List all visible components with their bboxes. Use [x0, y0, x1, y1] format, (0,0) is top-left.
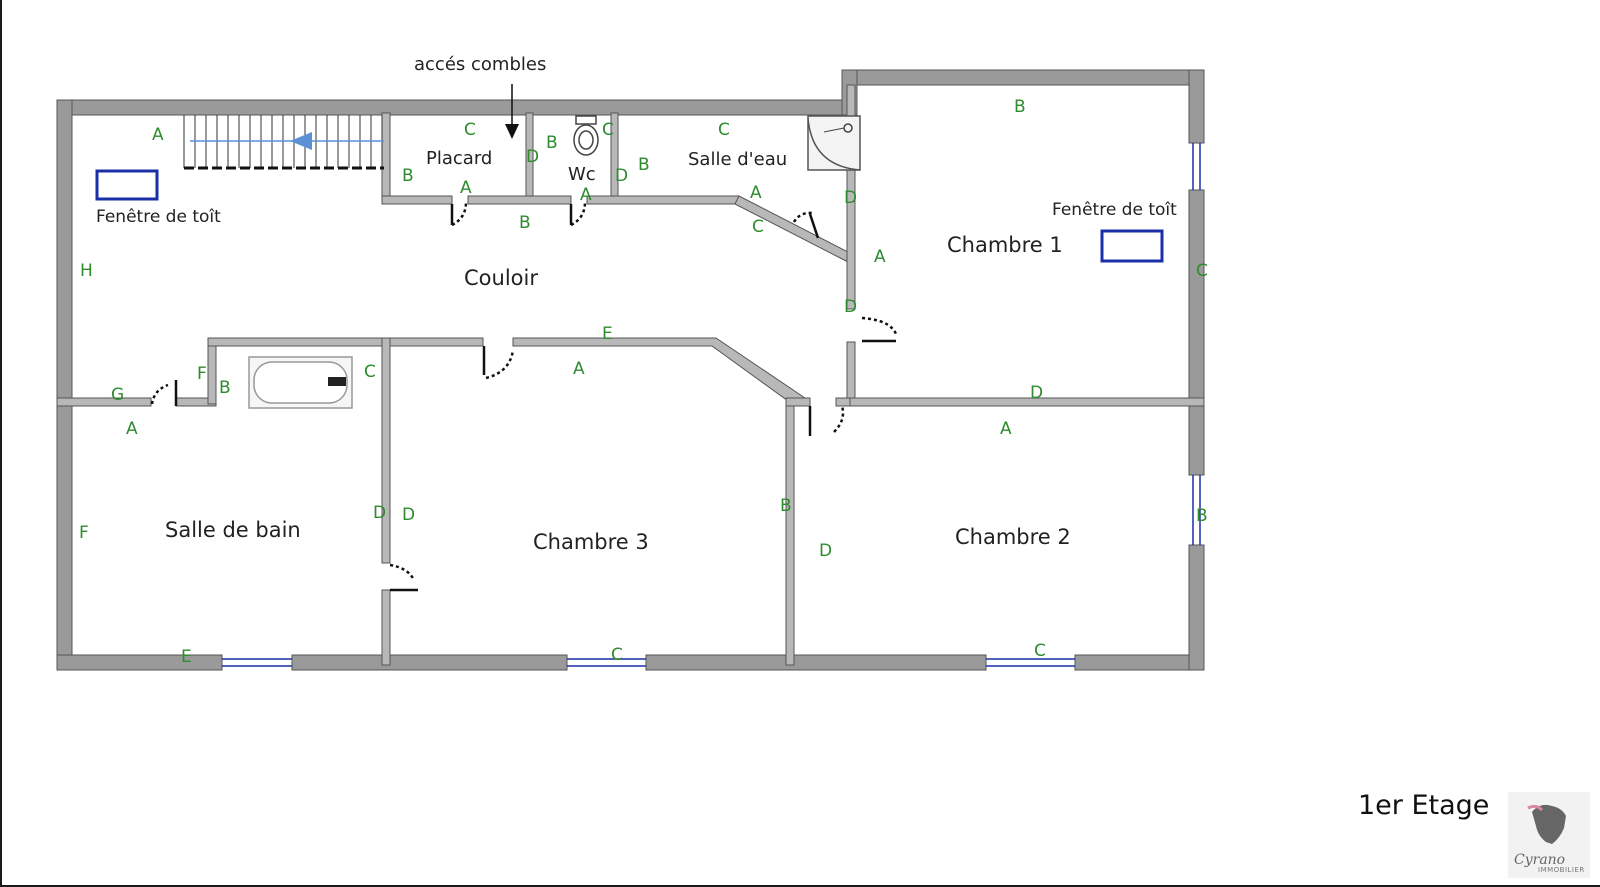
room-name-chambre-3: Chambre 3 [533, 530, 649, 554]
wall-label: A [580, 185, 592, 205]
wall-label: F [197, 364, 207, 384]
wall-label: A [460, 178, 472, 198]
wall-labels: A H G F B B C D E C D A B C D A C B D A … [79, 97, 1208, 667]
skylight-left-icon [95, 169, 159, 201]
floor-label: 1er Etage [1358, 790, 1490, 821]
wall-label: B [1014, 97, 1026, 117]
room-name-salle-eau: Salle d'eau [688, 149, 787, 170]
wall-label: A [152, 125, 164, 145]
wall-label: E [602, 324, 613, 344]
wall-label: B [1196, 506, 1208, 526]
outer-walls [56, 69, 1205, 671]
interior-walls [56, 84, 1205, 666]
room-name-wc: Wc [568, 164, 596, 185]
logo-name: Cyrano [1514, 852, 1566, 868]
wall-label: G [111, 385, 124, 405]
logo-mark-icon [1527, 804, 1566, 844]
wall-label: D [373, 503, 386, 523]
wall-label: D [1030, 383, 1043, 403]
room-name-chambre-2: Chambre 2 [955, 525, 1071, 549]
wall-label: D [615, 166, 628, 186]
wall-label: D [844, 188, 857, 208]
wall-label: A [1000, 419, 1012, 439]
wall-label: C [718, 120, 730, 140]
room-name-placard: Placard [426, 148, 492, 169]
stair-direction-arrow [190, 132, 384, 150]
wall-label: D [402, 505, 415, 525]
room-name-salle-de-bain: Salle de bain [165, 518, 301, 542]
wall-label: A [750, 183, 762, 203]
wall-label: C [1034, 641, 1046, 661]
shower-icon [807, 115, 861, 171]
wall-label: C [611, 645, 623, 665]
attic-access-label: accés combles [414, 54, 546, 75]
company-logo: Cyrano IMMOBILIER [1508, 792, 1590, 878]
wall-label: A [874, 247, 886, 267]
wall-label: B [638, 155, 650, 175]
bathtub-icon [248, 356, 353, 409]
wall-label: D [819, 541, 832, 561]
wall-label: B [219, 378, 231, 398]
wall-label: C [1196, 261, 1208, 281]
wall-label: B [780, 496, 792, 516]
windows [222, 143, 1201, 667]
wall-label: C [602, 120, 614, 140]
wall-label: A [573, 359, 585, 379]
room-name-couloir: Couloir [464, 266, 538, 290]
toilet-icon [573, 115, 599, 156]
wall-label: B [546, 133, 558, 153]
room-name-chambre-1: Chambre 1 [947, 233, 1063, 257]
logo-subtitle: IMMOBILIER [1538, 866, 1585, 874]
doors [150, 201, 898, 592]
wall-label: C [752, 217, 764, 237]
wall-label: F [79, 523, 89, 543]
wall-label: D [844, 297, 857, 317]
wall-label: C [364, 362, 376, 382]
skylight-right-label: Fenêtre de toît [1052, 200, 1177, 220]
skylight-left-label: Fenêtre de toît [96, 207, 221, 227]
wall-label: D [526, 147, 539, 167]
wall-label: A [126, 419, 138, 439]
attic-access-arrow [505, 84, 519, 139]
wall-label: E [181, 647, 192, 667]
wall-label: B [519, 213, 531, 233]
wall-label: C [464, 120, 476, 140]
wall-label: B [402, 166, 414, 186]
skylight-right-icon [1100, 229, 1164, 263]
wall-label: H [80, 261, 93, 281]
